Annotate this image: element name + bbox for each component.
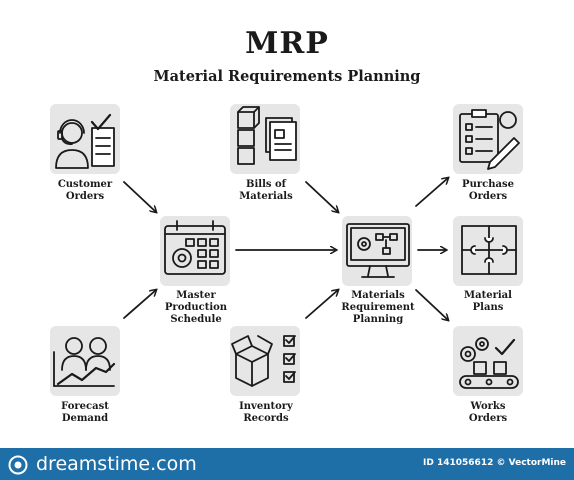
puzzle-icon	[461, 225, 517, 275]
watermark-footer: dreamstime.com ID 141056612 © VectorMine	[0, 448, 574, 480]
arrow-mrp-to-purchase	[415, 178, 448, 207]
clipboard-checklist-icon	[459, 109, 520, 170]
footer-brand[interactable]: dreamstime.com	[36, 453, 197, 475]
footer-image-id: ID 141056612 © VectorMine	[423, 458, 566, 468]
arrow-bills-to-mrp	[305, 181, 338, 212]
boxes-documents-icon	[237, 106, 297, 165]
arrow-mrp-to-works	[415, 289, 448, 320]
arrow-customer-to-master	[123, 181, 156, 212]
open-box-checklist-icon	[231, 335, 296, 387]
conveyor-gears-icon	[459, 337, 519, 389]
people-chart-icon	[53, 337, 116, 387]
monitor-workflow-icon	[346, 223, 410, 278]
diagram-title: MRP	[245, 26, 329, 61]
calendar-gear-icon	[164, 220, 226, 275]
customer-service-icon	[55, 113, 115, 169]
dreamstime-logo-icon	[8, 455, 28, 475]
arrow-inventory-to-mrp	[305, 290, 338, 319]
diagram-subtitle: Material Requirements Planning	[153, 68, 421, 85]
arrow-forecast-to-master	[123, 290, 156, 319]
